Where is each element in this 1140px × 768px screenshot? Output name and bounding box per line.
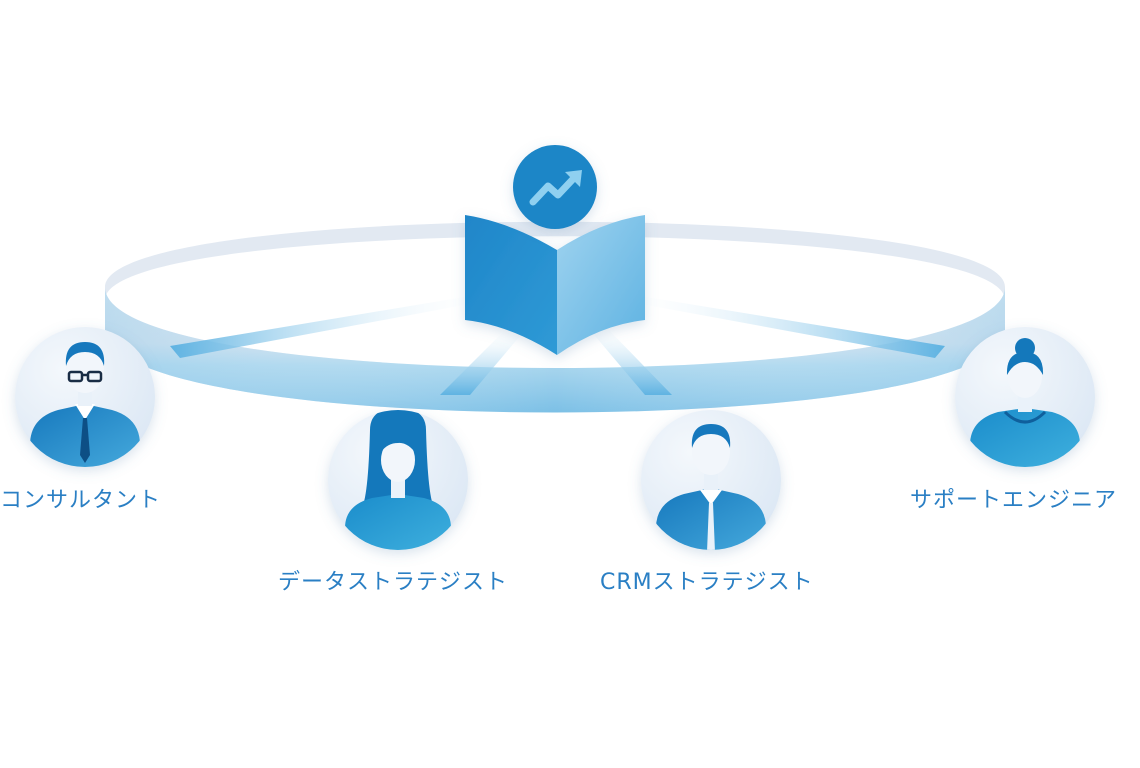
female-long-hair-avatar: [328, 410, 468, 550]
ring-side-shade: [105, 287, 1005, 413]
male-glasses-suit-avatar: [15, 327, 155, 467]
role-label-support-engineer: サポートエンジニア: [910, 488, 1118, 513]
beam-to-data: [440, 330, 520, 395]
ring: [105, 221, 1005, 413]
role-label-consultant: コンサルタント: [0, 488, 162, 513]
role-label-data-strategist: データストラテジスト: [278, 570, 509, 595]
female-bun-hair-avatar: [955, 327, 1095, 467]
beam-to-consultant: [170, 296, 480, 358]
connection-beams: [170, 296, 945, 395]
book-right-page: [557, 215, 645, 355]
beam-to-support: [630, 296, 945, 358]
open-book-icon: [465, 215, 645, 355]
beam-to-crm: [590, 326, 672, 395]
male-suit-avatar: [641, 410, 781, 550]
book-left-page: [465, 215, 557, 355]
role-label-crm-strategist: CRMストラテジスト: [600, 570, 814, 595]
trending-up-arrow-icon: [513, 145, 597, 229]
ring-back-band: [105, 221, 1005, 300]
